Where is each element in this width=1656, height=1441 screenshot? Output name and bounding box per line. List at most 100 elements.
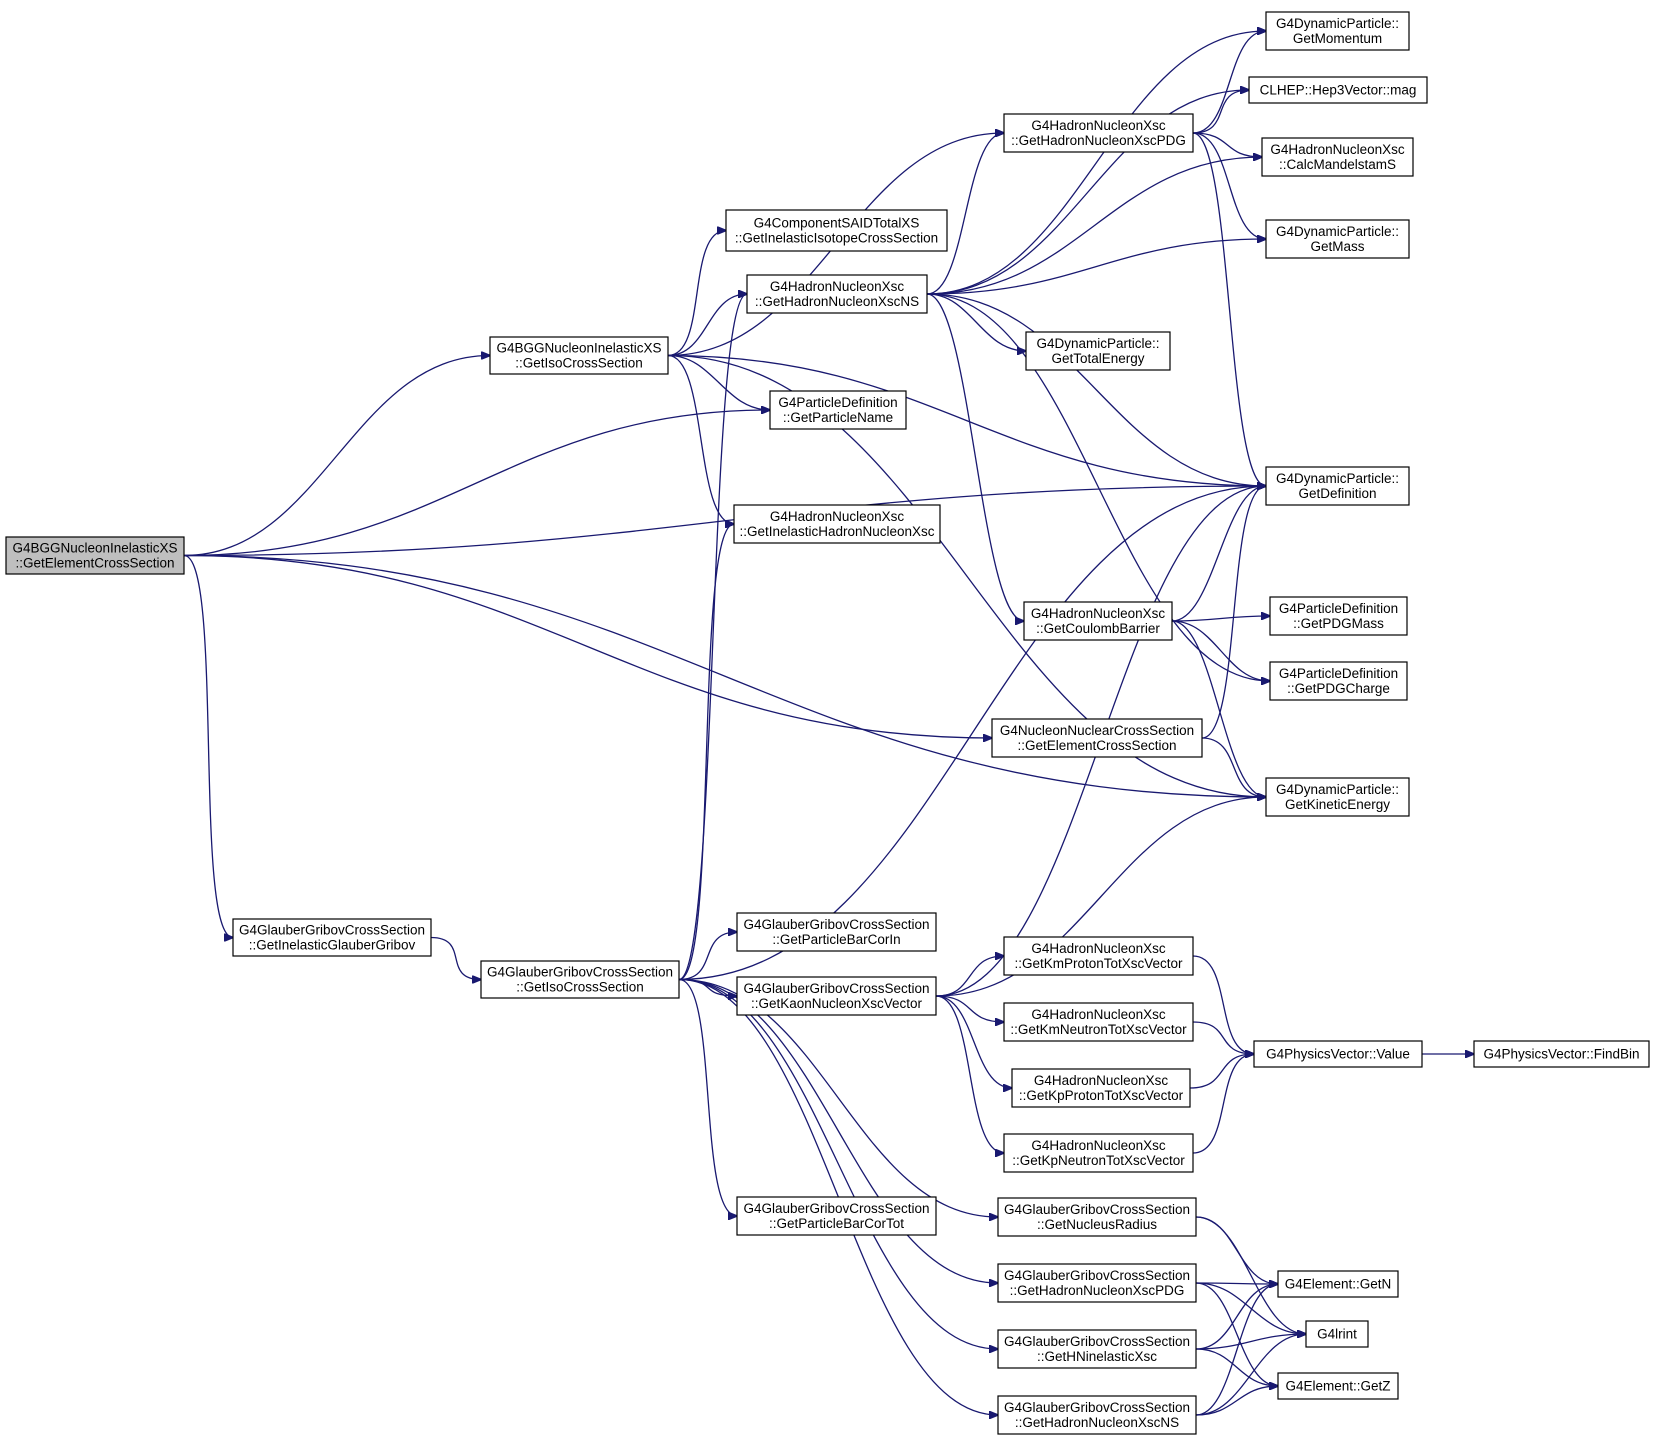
node-box <box>1011 1068 1191 1108</box>
edge-ggHnNS-to-elZ <box>1195 1386 1278 1416</box>
node-box <box>736 912 937 952</box>
node-elN[interactable]: G4Element::GetN <box>1277 1270 1399 1298</box>
node-ggIso[interactable]: G4GlauberGribovCrossSection::GetIsoCross… <box>480 960 680 999</box>
node-box <box>1003 1002 1194 1042</box>
edge-hnPDG-to-calcMand <box>1192 132 1262 157</box>
node-box <box>997 1263 1197 1303</box>
node-ggBarCorIn[interactable]: G4GlauberGribovCrossSection::GetParticle… <box>736 912 937 952</box>
node-label: ::GetHNinelasticXsc <box>1037 1349 1157 1364</box>
node-box <box>736 976 937 1016</box>
node-compSAID[interactable]: G4ComponentSAIDTotalXS::GetInelasticIsot… <box>725 209 948 252</box>
node-label: G4HadronNucleonXsc <box>770 279 905 294</box>
node-label: G4GlauberGribovCrossSection <box>743 1201 929 1216</box>
node-box <box>480 960 680 999</box>
edge-hnCoul-to-pdPDGMass <box>1171 616 1270 622</box>
edge-ggKaon-to-hnKpN <box>935 995 1004 1153</box>
node-label: ::GetNucleusRadius <box>1037 1217 1157 1232</box>
node-box <box>1003 113 1194 153</box>
node-hnKpN[interactable]: G4HadronNucleonXsc::GetKpNeutronTotXscVe… <box>1003 1133 1194 1173</box>
node-label: G4GlauberGribovCrossSection <box>1004 1268 1190 1283</box>
node-elZ[interactable]: G4Element::GetZ <box>1277 1372 1399 1400</box>
node-ggHnNS[interactable]: G4GlauberGribovCrossSection::GetHadronNu… <box>997 1395 1197 1435</box>
edge-root-to-nnElem <box>183 554 992 739</box>
node-label: G4PhysicsVector::Value <box>1266 1047 1410 1062</box>
node-label: ::GetElementCrossSection <box>1017 738 1176 753</box>
edge-ggIso-to-ggHnPDG <box>678 978 998 1284</box>
node-label: ::GetIsoCrossSection <box>516 980 644 995</box>
node-lrint[interactable]: G4lrint <box>1305 1320 1369 1348</box>
node-pdPDGMass[interactable]: G4ParticleDefinition::GetPDGMass <box>1269 596 1408 636</box>
edge-hnCoul-to-dpKin <box>1171 620 1266 797</box>
node-label: ::GetIsoCrossSection <box>515 356 643 371</box>
edge-ggIso-to-ggBarCorIn <box>678 932 737 981</box>
node-box <box>1003 1133 1194 1173</box>
node-ggInelGG[interactable]: G4GlauberGribovCrossSection::GetInelasti… <box>232 918 432 957</box>
node-pvFind[interactable]: G4PhysicsVector::FindBin <box>1473 1040 1650 1068</box>
node-dpDef[interactable]: G4DynamicParticle::GetDefinition <box>1265 466 1410 506</box>
node-pdPDGCharge[interactable]: G4ParticleDefinition::GetPDGCharge <box>1269 661 1408 701</box>
edge-ggHnNS-to-elN <box>1195 1284 1278 1416</box>
node-box <box>1277 1372 1399 1400</box>
node-bggIso[interactable]: G4BGGNucleonInelasticXS::GetIsoCrossSect… <box>489 336 669 375</box>
node-hnInel[interactable]: G4HadronNucleonXsc::GetInelasticHadronNu… <box>733 504 941 544</box>
node-box <box>746 274 928 314</box>
node-hnCoul[interactable]: G4HadronNucleonXsc::GetCoulombBarrier <box>1023 601 1173 641</box>
node-box <box>736 1196 937 1236</box>
node-label: G4GlauberGribovCrossSection <box>239 923 425 938</box>
node-box <box>725 209 948 252</box>
node-pdName[interactable]: G4ParticleDefinition::GetParticleName <box>769 390 907 430</box>
edge-root-to-bggIso <box>183 356 490 557</box>
edge-root-to-dpKin <box>183 554 1266 798</box>
node-ggHnPDG[interactable]: G4GlauberGribovCrossSection::GetHadronNu… <box>997 1263 1197 1303</box>
node-label: GetMomentum <box>1293 31 1382 46</box>
node-dpKin[interactable]: G4DynamicParticle::GetKineticEnergy <box>1265 777 1410 817</box>
edge-hnNS-to-dpTotE <box>926 293 1026 351</box>
node-ggKaon[interactable]: G4GlauberGribovCrossSection::GetKaonNucl… <box>736 976 937 1016</box>
node-box <box>1265 11 1410 51</box>
node-label: ::GetParticleName <box>783 410 893 425</box>
node-dpMom[interactable]: G4DynamicParticle::GetMomentum <box>1265 11 1410 51</box>
node-calcMand[interactable]: G4HadronNucleonXsc::CalcMandelstamS <box>1261 137 1414 177</box>
node-box <box>1248 76 1428 104</box>
node-label: G4BGGNucleonInelasticXS <box>12 541 177 556</box>
node-nnElem[interactable]: G4NucleonNuclearCrossSection::GetElement… <box>991 718 1203 758</box>
node-label: ::GetHadronNucleonXscNS <box>1015 1415 1179 1430</box>
node-hnKpP[interactable]: G4HadronNucleonXsc::GetKpProtonTotXscVec… <box>1011 1068 1191 1108</box>
node-dpMass[interactable]: G4DynamicParticle::GetMass <box>1265 219 1410 259</box>
edge-hnNS-to-calcMand <box>926 157 1262 295</box>
edge-root-to-pdName <box>183 410 770 557</box>
node-label: G4HadronNucleonXsc <box>1270 142 1405 157</box>
node-label: G4GlauberGribovCrossSection <box>1004 1334 1190 1349</box>
edge-ggKaon-to-hnKpP <box>935 995 1012 1088</box>
edge-hnNS-to-hnPDG <box>926 133 1004 295</box>
node-hnPDG[interactable]: G4HadronNucleonXsc::GetHadronNucleonXscP… <box>1003 113 1194 153</box>
node-label: G4ComponentSAIDTotalXS <box>754 216 920 231</box>
edge-nnElem-to-dpDef <box>1201 486 1266 739</box>
edge-ggHNinel-to-elZ <box>1195 1348 1278 1386</box>
node-label: GetMass <box>1310 239 1364 254</box>
node-ggBarCorTot[interactable]: G4GlauberGribovCrossSection::GetParticle… <box>736 1196 937 1236</box>
edge-ggKaon-to-hnKmP <box>935 956 1004 997</box>
node-hnKmN[interactable]: G4HadronNucleonXsc::GetKmNeutronTotXscVe… <box>1003 1002 1194 1042</box>
node-label: ::GetHadronNucleonXscPDG <box>1011 133 1186 148</box>
node-root[interactable]: G4BGGNucleonInelasticXS::GetElementCross… <box>5 536 185 575</box>
node-label: ::GetInelasticIsotopeCrossSection <box>735 231 938 246</box>
edge-ggHnPDG-to-lrint <box>1195 1282 1306 1334</box>
node-ggHNinel[interactable]: G4GlauberGribovCrossSection::GetHNinelas… <box>997 1329 1197 1369</box>
node-label: G4DynamicParticle:: <box>1276 782 1399 797</box>
node-label: CLHEP::Hep3Vector::mag <box>1260 83 1417 98</box>
node-label: ::GetInelasticHadronNucleonXsc <box>739 524 934 539</box>
node-box <box>1265 466 1410 506</box>
node-dpTotE[interactable]: G4DynamicParticle::GetTotalEnergy <box>1025 331 1171 371</box>
edge-hnPDG-to-dpMom <box>1192 31 1266 134</box>
node-box <box>1473 1040 1650 1068</box>
node-box <box>1003 936 1194 976</box>
node-hnKmP[interactable]: G4HadronNucleonXsc::GetKmProtonTotXscVec… <box>1003 936 1194 976</box>
edge-bggIso-to-hnNS <box>667 294 747 357</box>
node-ggNucR[interactable]: G4GlauberGribovCrossSection::GetNucleusR… <box>997 1197 1197 1237</box>
node-hnNS[interactable]: G4HadronNucleonXsc::GetHadronNucleonXscN… <box>746 274 928 314</box>
node-hep3[interactable]: CLHEP::Hep3Vector::mag <box>1248 76 1428 104</box>
node-label: G4Element::GetZ <box>1285 1379 1390 1394</box>
node-pvValue[interactable]: G4PhysicsVector::Value <box>1253 1040 1423 1068</box>
node-label: G4NucleonNuclearCrossSection <box>1000 723 1194 738</box>
